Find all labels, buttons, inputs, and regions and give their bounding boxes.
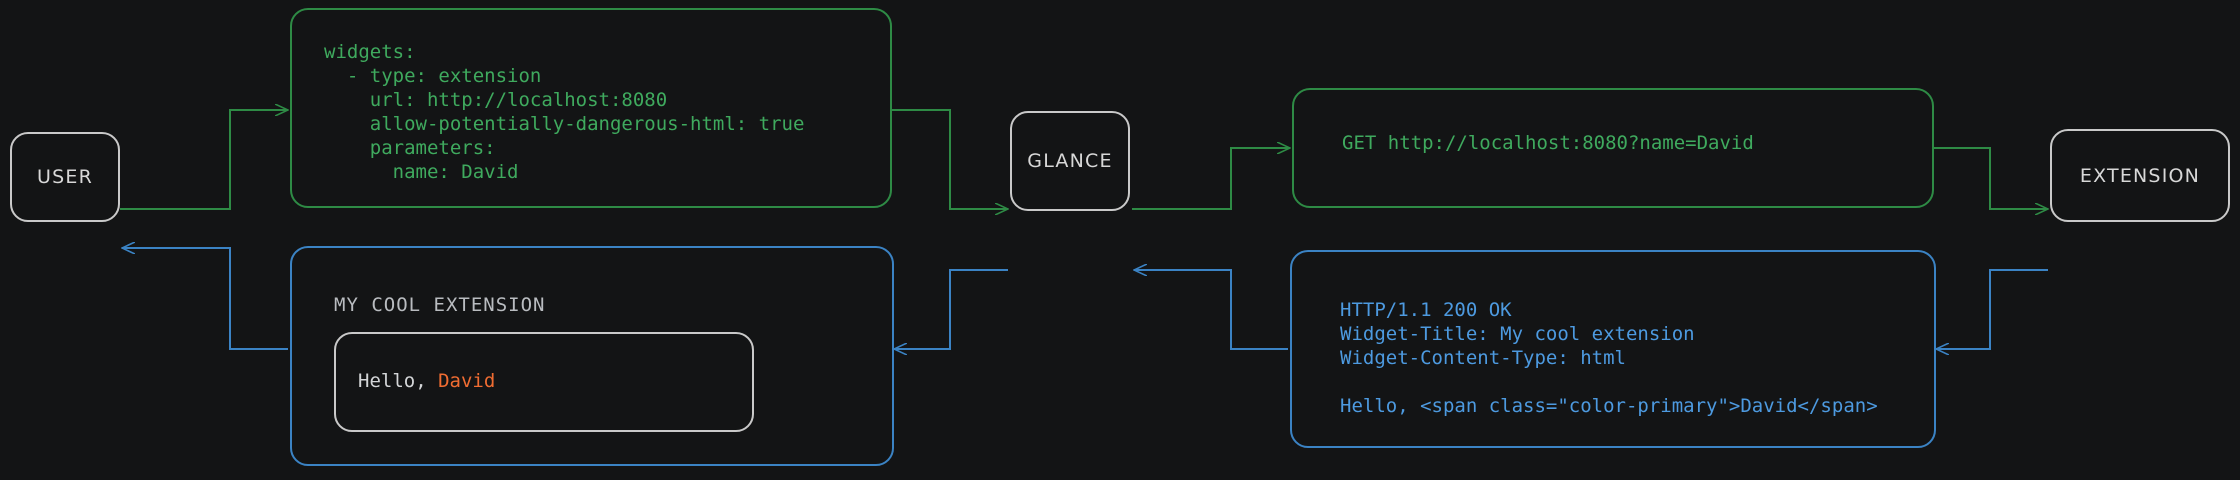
request-box: GET http://localhost:8080?name=David	[1292, 88, 1934, 208]
wire-config-to-glance	[892, 109, 1008, 209]
node-extension-label: EXTENSION	[2079, 164, 2201, 187]
node-user-label: USER	[37, 166, 93, 188]
node-glance-label: GLANCE	[1027, 150, 1113, 172]
wire-request-to-extension	[1934, 147, 2048, 209]
rendered-widget-name: David	[438, 370, 496, 392]
node-extension[interactable]: EXTENSION	[2050, 129, 2230, 222]
wire-user-to-config	[120, 110, 288, 210]
node-glance[interactable]: GLANCE	[1010, 111, 1130, 211]
wire-response-to-glance	[1134, 270, 1288, 350]
response-code: HTTP/1.1 200 OK Widget-Title: My cool ex…	[1340, 299, 1878, 417]
rendered-widget-card: Hello, David	[334, 332, 754, 432]
wire-glance-to-request	[1132, 148, 1290, 210]
rendered-widget-greeting: Hello,	[358, 370, 439, 392]
wire-extension-to-response	[1936, 269, 2048, 349]
wire-widget-to-user	[122, 248, 288, 350]
config-box: widgets: - type: extension url: http://l…	[290, 8, 892, 208]
rendered-widget-body: Hello, David	[358, 370, 495, 392]
node-user[interactable]: USER	[10, 132, 120, 222]
rendered-widget-box: MY COOL EXTENSION Hello, David	[290, 246, 894, 466]
rendered-widget-title: MY COOL EXTENSION	[334, 294, 546, 316]
request-code: GET http://localhost:8080?name=David	[1342, 132, 1754, 154]
config-code: widgets: - type: extension url: http://l…	[324, 41, 805, 183]
response-box: HTTP/1.1 200 OK Widget-Title: My cool ex…	[1290, 250, 1936, 448]
wire-glance-to-widget	[894, 269, 1008, 349]
